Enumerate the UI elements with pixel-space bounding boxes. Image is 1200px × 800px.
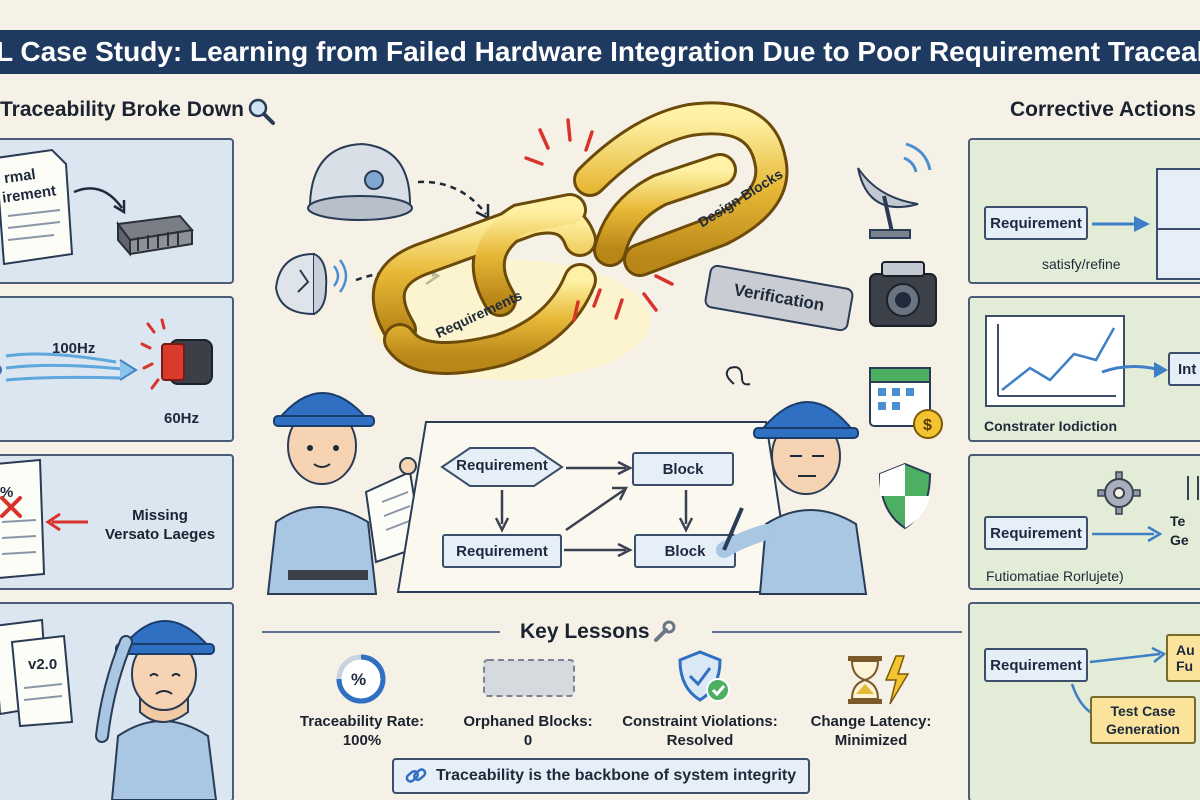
diagram-arrows: [494, 460, 633, 558]
footer-banner: Traceability is the backbone of system i…: [392, 758, 810, 794]
left-section-heading: Traceability Broke Down: [0, 98, 244, 122]
right-p2-int-box: Int: [1168, 352, 1200, 386]
right-p4-auto-box: Au Fu: [1166, 634, 1200, 682]
right-p4-auto-line1: Au: [1176, 642, 1195, 658]
right-p4-test-line1: Test Case: [1110, 703, 1176, 719]
lesson-constraint-violations: Constraint Violations: Resolved: [612, 712, 788, 750]
connector-alert-icon: [140, 318, 213, 390]
doc-version: v2.0: [28, 656, 58, 673]
wrench-icon: [654, 620, 676, 642]
satellite-dish-icon: [857, 142, 932, 239]
connector-icon: [1187, 476, 1199, 500]
diagram-requirement-diamond: Requirement: [440, 446, 564, 488]
document-error-icon: [0, 458, 46, 579]
missing-label: Missing Versato Laeges: [100, 506, 220, 544]
left-heading-text: Traceability Broke Down: [0, 98, 244, 121]
lesson-orphaned-blocks: Orphaned Blocks: 0: [452, 712, 604, 750]
hardware-module-icon: [116, 214, 194, 257]
dashed-block-icon: [483, 659, 575, 697]
percent-icon: %: [336, 654, 386, 704]
right-p1-arrow: [1092, 216, 1150, 232]
right-p3-requirement: Requirement: [984, 516, 1088, 550]
lesson-2-line1: Orphaned Blocks:: [463, 713, 593, 730]
right-p1-requirement: Requirement: [984, 206, 1088, 240]
shield-icon: [878, 462, 932, 530]
diagram-requirement-bottom: Requirement: [442, 534, 562, 568]
lesson-1-line1: Traceability Rate:: [299, 713, 425, 730]
lesson-3-line1: Constraint Violations:: [622, 713, 778, 730]
broken-sensor-icon: [274, 252, 348, 316]
lessons-divider: [262, 631, 962, 633]
lesson-change-latency: Change Latency: Minimized: [796, 712, 946, 750]
right-heading-text: Corrective Actions: [1010, 98, 1196, 121]
diagram-block-top: Block: [632, 452, 734, 486]
diagram-requirement-top-label: Requirement: [456, 457, 548, 474]
camera-icon: [869, 261, 937, 327]
gear-icon: [1097, 471, 1141, 515]
missing-label-line1: Missing: [132, 507, 188, 524]
right-p1-caption: satisfy/refine: [1042, 256, 1121, 272]
missing-label-line2: Versato Laeges: [104, 526, 216, 543]
page-title: L Case Study: Learning from Failed Hardw…: [0, 36, 1200, 67]
right-p3-side-line1: Te: [1170, 513, 1186, 529]
line-chart-icon: [985, 315, 1125, 407]
doc-percent: %: [0, 484, 14, 501]
lesson-4-line1: Change Latency:: [810, 713, 932, 730]
lesson-traceability-rate: Traceability Rate: 100%: [286, 712, 438, 750]
right-p3-arrow: [1092, 525, 1163, 543]
dome-sensor-icon: [307, 142, 413, 221]
document-icon: [0, 148, 74, 266]
lesson-1-line2: 100%: [342, 732, 382, 749]
verification-tag-label: Verification: [732, 280, 826, 315]
hourglass-icon: [848, 655, 910, 705]
right-p2-caption: Constrater Iodiction: [984, 418, 1118, 434]
svg-text:$: $: [923, 417, 932, 434]
right-p2-arrow: [1101, 362, 1168, 378]
broken-chain-illustration: [370, 101, 789, 380]
right-p3-side-line2: Ge: [1170, 532, 1189, 548]
red-arrow-icon: [45, 512, 88, 532]
right-p4-requirement: Requirement: [984, 648, 1088, 682]
lesson-3-line2: Resolved: [666, 732, 734, 749]
diagram-arrow-down-right: [678, 490, 694, 533]
shield-check-icon: [678, 650, 730, 702]
lesson-4-line2: Minimized: [834, 732, 908, 749]
lesson-2-line2: 0: [523, 732, 533, 749]
right-p3-side-label: Te Ge: [1170, 512, 1200, 550]
footer-text: Traceability is the backbone of system i…: [436, 767, 797, 784]
signal-wave-icon: [0, 352, 138, 382]
magnifier-icon: [248, 98, 275, 125]
worried-engineer-illustration: [95, 620, 218, 800]
right-p4-test-line2: Generation: [1106, 721, 1180, 737]
svg-text:%: %: [351, 670, 366, 689]
right-p3-caption: Futiomatiae Rorlujete): [986, 568, 1124, 584]
freq-100hz: 100Hz: [52, 340, 96, 357]
link-icon: [405, 768, 427, 783]
key-lessons-heading: Key Lessons: [520, 620, 650, 644]
calendar-cost-icon: $: [869, 367, 943, 439]
right-p1-stack-divider: [1156, 228, 1200, 230]
right-section-heading: Corrective Actions: [1010, 98, 1196, 122]
title-bar: L Case Study: Learning from Failed Hardw…: [0, 30, 1200, 74]
right-p4-auto-line2: Fu: [1176, 658, 1194, 674]
key-lessons-heading-text: Key Lessons: [520, 620, 650, 643]
right-p1-stack: [1156, 168, 1200, 280]
curved-arrow-icon: [73, 187, 126, 215]
version-docs-icon: [0, 618, 74, 728]
right-p4-test-case-box: Test Case Generation: [1090, 696, 1196, 744]
engineer-drawing-illustration: [716, 366, 868, 595]
freq-60hz: 60Hz: [164, 410, 200, 427]
